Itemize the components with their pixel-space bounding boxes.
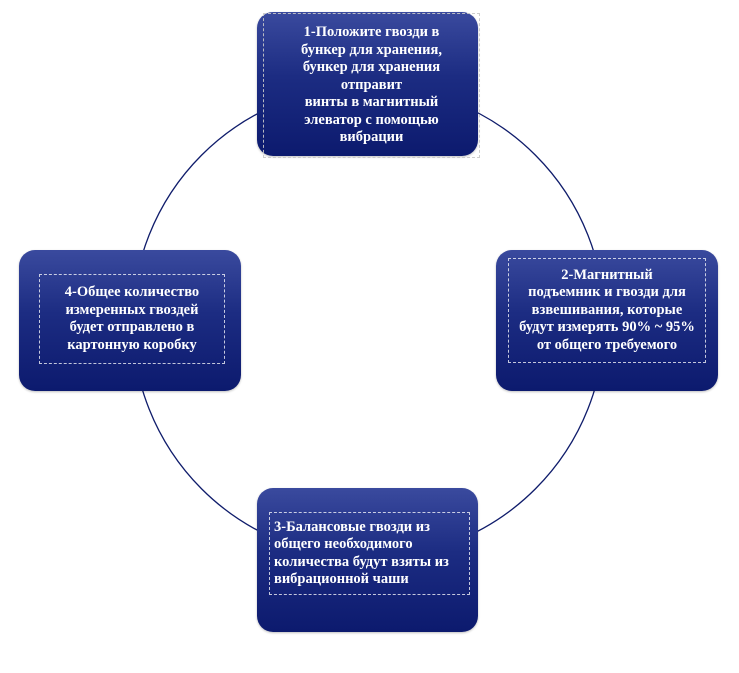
step-2-text: 2-Магнитный подъемник и гвозди для взвеш…: [508, 258, 706, 363]
step-2-line: будут измерять 90% ~ 95%: [519, 319, 695, 336]
step-2-box: 2-Магнитный подъемник и гвозди для взвеш…: [496, 250, 718, 391]
step-2-line: 2-Магнитный: [561, 266, 653, 283]
step-3-box: 3-Балансовые гвозди из общего необходимо…: [257, 488, 478, 632]
step-3-line: 3-Балансовые гвозди из: [274, 518, 430, 535]
step-1-text: 1-Положите гвозди в бункер для хранения,…: [263, 13, 480, 158]
step-1-line: бункер для хранения: [302, 59, 441, 76]
step-4-line: измеренных гвоздей: [65, 301, 199, 318]
step-3-text: 3-Балансовые гвозди из общего необходимо…: [269, 512, 470, 595]
step-2-line: от общего требуемого: [536, 336, 678, 353]
step-1-line: вибрации: [339, 129, 404, 146]
step-1-line: винты в магнитный: [304, 94, 439, 111]
step-1-line: 1-Положите гвозди в: [303, 24, 440, 41]
step-1-line: отправит: [340, 76, 403, 93]
step-3-line: вибрационной чаши: [274, 571, 409, 587]
step-1-line: бункер для хранения,: [301, 41, 442, 58]
step-4-line: 4-Общее количество: [64, 284, 200, 300]
step-3-line: общего необходимого: [274, 536, 413, 552]
step-3-line: количества будут взяты из: [274, 553, 449, 570]
step-1-line: элеватор с помощью: [304, 111, 439, 128]
step-2-line: подъемник и гвозди для: [528, 284, 686, 301]
step-4-line: будет отправлено в: [69, 319, 195, 335]
step-4-line: картонную коробку: [67, 336, 197, 353]
step-1-box: 1-Положите гвозди в бункер для хранения,…: [257, 12, 480, 158]
step-2-line: взвешивания, которые: [531, 301, 683, 318]
step-4-box: 4-Общее количество измеренных гвоздей бу…: [19, 250, 241, 391]
step-4-text: 4-Общее количество измеренных гвоздей бу…: [39, 274, 225, 364]
